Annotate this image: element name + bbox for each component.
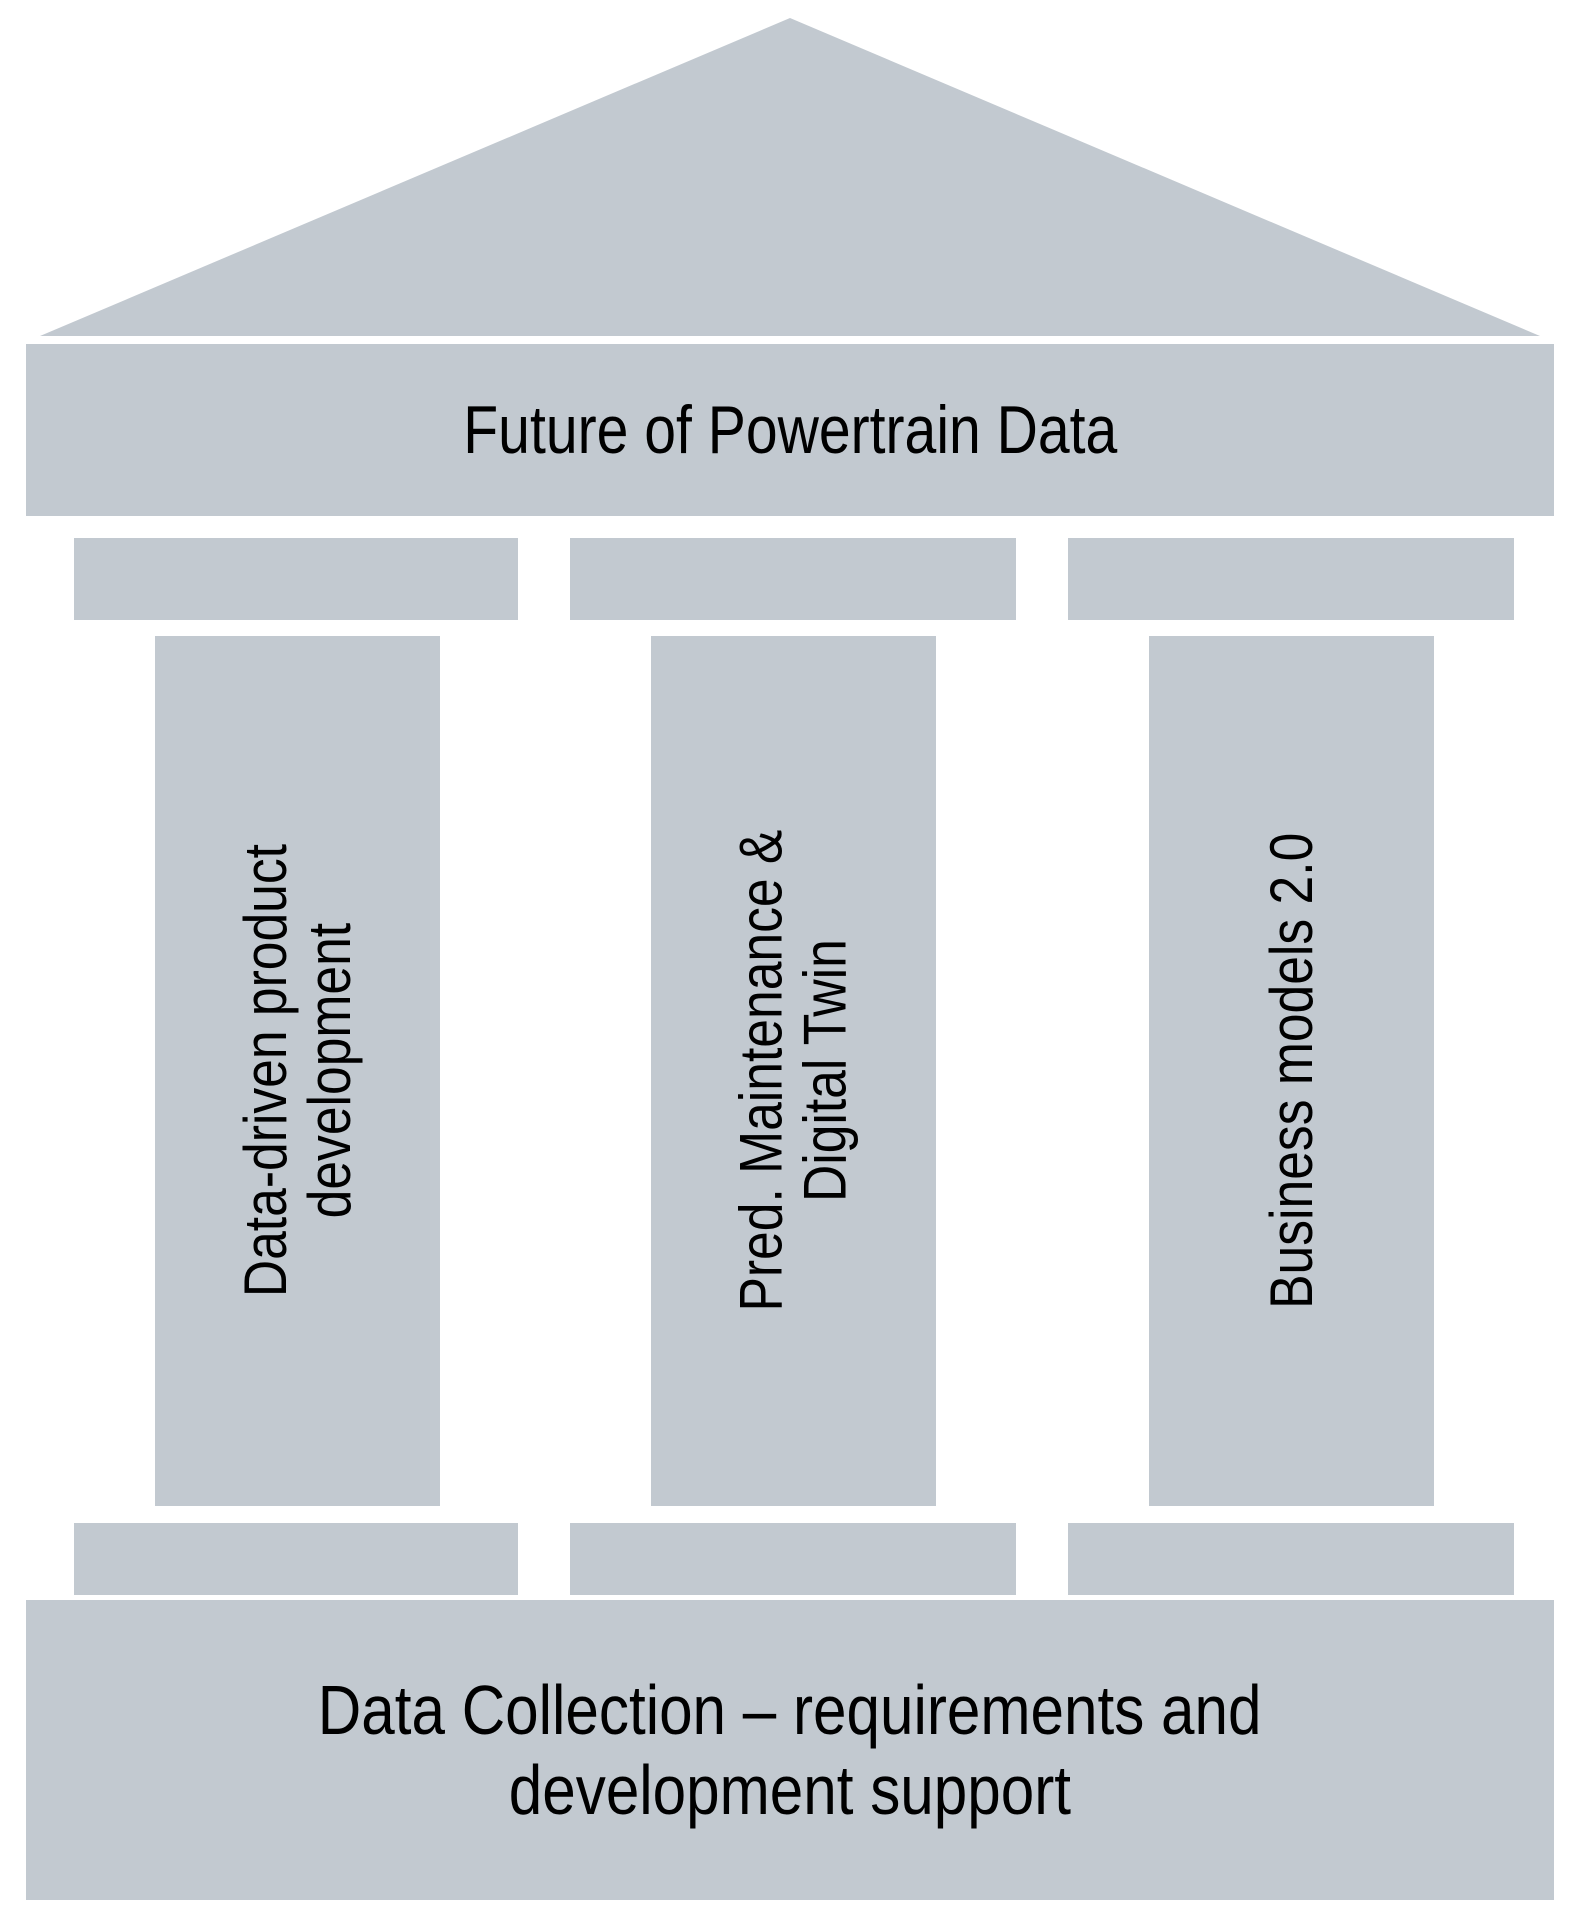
- pillar-3-line-1: Business models 2.0: [1257, 832, 1325, 1310]
- plinth-pillar-2: [570, 1523, 1016, 1595]
- pillar-3-label: Business models 2.0: [1257, 794, 1325, 1348]
- pillar-2-line-2: Digital Twin: [791, 939, 859, 1203]
- pillar-2-label: Pred. Maintenance & Digital Twin: [727, 791, 859, 1351]
- foundation-line-2: development support: [508, 1751, 1072, 1829]
- pediment-roof: [40, 18, 1540, 336]
- pillar-1-label-wrap: Data-driven product development: [155, 636, 440, 1506]
- capital-pillar-1: [74, 538, 518, 620]
- pillar-1[interactable]: Data-driven product development: [155, 636, 440, 1506]
- title-banner: Future of Powertrain Data: [26, 344, 1554, 516]
- capital-pillar-2: [570, 538, 1016, 620]
- page-title: Future of Powertrain Data: [462, 392, 1118, 468]
- pillar-2-line-1: Pred. Maintenance &: [727, 830, 795, 1312]
- foundation-line-1: Data Collection – requirements and: [318, 1670, 1262, 1749]
- capital-pillar-3: [1068, 538, 1514, 620]
- pillar-1-label: Data-driven product development: [231, 808, 363, 1335]
- pillar-2-label-wrap: Pred. Maintenance & Digital Twin: [651, 636, 936, 1506]
- pillar-1-line-2: development: [295, 923, 363, 1219]
- plinth-pillar-1: [74, 1523, 518, 1595]
- foundation-banner: Data Collection – requirements and devel…: [26, 1600, 1554, 1900]
- plinth-pillar-3: [1068, 1523, 1514, 1595]
- pillar-2[interactable]: Pred. Maintenance & Digital Twin: [651, 636, 936, 1506]
- pillar-3[interactable]: Business models 2.0: [1149, 636, 1434, 1506]
- pillar-3-label-wrap: Business models 2.0: [1149, 636, 1434, 1506]
- pillar-1-line-1: Data-driven product: [231, 844, 299, 1298]
